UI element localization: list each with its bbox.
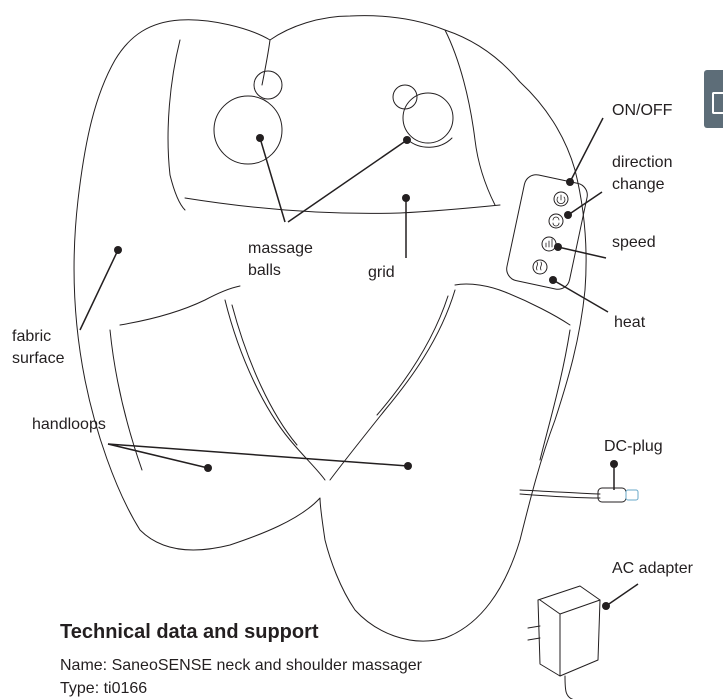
button-direction — [548, 213, 564, 229]
dc-plug-tip — [625, 489, 639, 501]
center-fold-left — [224, 299, 326, 481]
ac-adapter-top — [559, 599, 601, 615]
right-edge-inner — [539, 329, 571, 461]
speed-glyph — [545, 238, 553, 248]
side-tab-marker — [704, 70, 723, 128]
ball-right-shade — [407, 137, 453, 148]
button-on-off — [553, 191, 569, 207]
center-fold-right — [329, 289, 456, 481]
ac-prong-2 — [527, 637, 541, 641]
section-title: Technical data and support — [60, 621, 319, 643]
label-speed: speed — [612, 234, 656, 251]
center-fold-right2 — [376, 295, 449, 416]
label-fabric-2: surface — [12, 350, 65, 367]
label-heat: heat — [614, 314, 646, 331]
power-glyph — [556, 194, 566, 205]
cable2 — [519, 493, 601, 499]
label-direction-1: direction — [612, 154, 673, 171]
label-fabric-1: fabric — [12, 328, 52, 345]
heat-glyph — [536, 261, 542, 271]
label-massage-balls-1: massage — [248, 240, 313, 257]
spec-type: Type: ti0166 — [60, 680, 148, 697]
label-handloops: handloops — [32, 416, 106, 433]
ac-prong-1 — [527, 625, 541, 629]
massager-outline — [73, 15, 587, 642]
top-dip — [261, 39, 271, 86]
label-on-off: ON/OFF — [612, 102, 673, 119]
label-ac-adapter: AC adapter — [612, 560, 693, 577]
right-fold — [454, 283, 571, 326]
ball-left-small — [253, 70, 283, 100]
ac-adapter-face — [539, 599, 561, 677]
dc-plug-body — [597, 487, 627, 503]
ball-left — [213, 95, 283, 165]
button-heat — [532, 259, 548, 275]
label-direction-2: change — [612, 176, 665, 193]
label-dc-plug: DC-plug — [604, 438, 663, 455]
label-massage-balls-2: balls — [248, 262, 281, 279]
inner-contour-right — [444, 29, 496, 206]
ball-right — [402, 92, 454, 144]
label-grid: grid — [368, 264, 395, 281]
inner-contour — [167, 39, 186, 211]
ac-cord — [564, 675, 574, 699]
center-fold-left2 — [231, 304, 298, 446]
spec-name: Name: SaneoSENSE neck and shoulder massa… — [60, 657, 422, 674]
control-panel — [506, 174, 588, 290]
cable — [519, 489, 601, 495]
left-edge-inner — [109, 329, 143, 471]
ac-adapter — [537, 585, 601, 677]
ball-right-small — [392, 84, 418, 110]
direction-glyph — [552, 216, 560, 227]
grid-seam — [184, 197, 501, 214]
tab-glyph-icon — [712, 92, 723, 114]
left-fold — [119, 285, 241, 326]
